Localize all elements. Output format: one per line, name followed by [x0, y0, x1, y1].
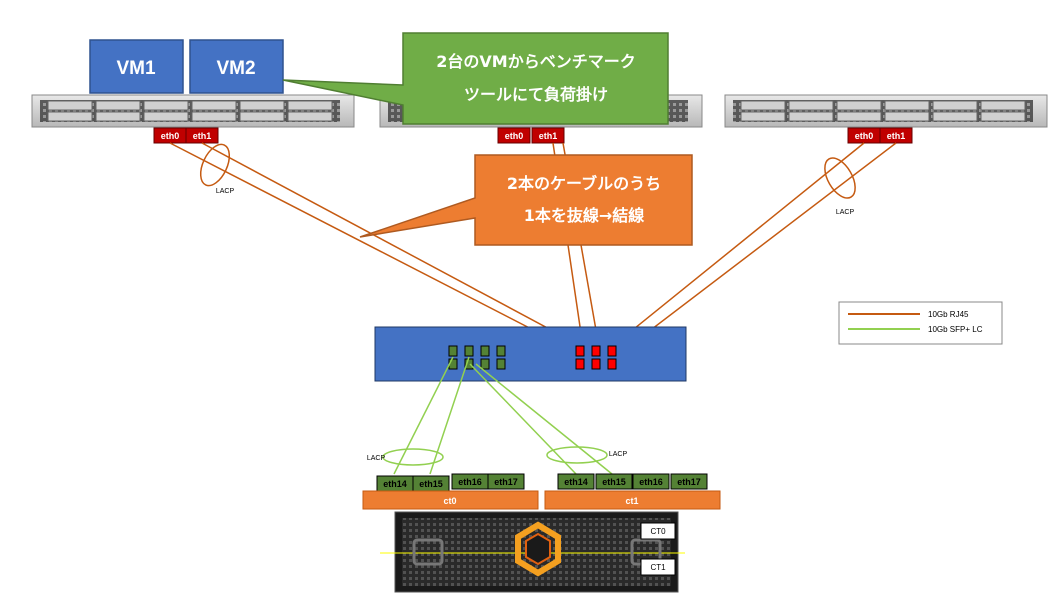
port-label: eth0	[161, 131, 180, 141]
cable-right-eth0	[597, 142, 865, 359]
cable-callout: 2本のケーブルのうち 1本を抜線→結線	[359, 154, 693, 246]
port-label: eth1	[193, 131, 212, 141]
legend-item-sfp: 10Gb SFP+ LC	[928, 325, 983, 334]
server-right-ports: eth0 eth1	[847, 127, 913, 144]
lacp-ring-left	[199, 143, 231, 187]
port-label: eth15	[602, 477, 626, 487]
sfp-cables	[393, 356, 613, 475]
storage-array: CT0 CT1	[380, 511, 685, 593]
lacp-ring-ct1	[546, 446, 608, 464]
ct1-label: ct1	[625, 496, 638, 506]
port-label: eth16	[639, 477, 663, 487]
vm1-label: VM1	[116, 58, 156, 79]
cable-callout-line1: 2本のケーブルのうち	[507, 174, 661, 193]
port-label: eth1	[887, 131, 906, 141]
cable-ct0-eth15	[429, 356, 470, 475]
ct0-ports: eth14 eth15 eth16 eth17	[376, 473, 525, 492]
switch	[374, 326, 687, 382]
cable-ct1-eth15	[475, 363, 613, 475]
lacp-ring-ct0	[382, 448, 444, 466]
lacp-label-left: LACP	[216, 188, 235, 195]
storage-ct1-label: CT1	[650, 563, 666, 572]
server-left-ports: eth0 eth1	[153, 127, 219, 144]
port-label: eth1	[539, 131, 558, 141]
vm2-box: VM2	[189, 39, 284, 94]
vm1-box: VM1	[89, 39, 184, 94]
lacp-label-ct1: LACP	[609, 451, 628, 458]
cable-right-eth1	[613, 142, 897, 359]
port-label: eth14	[564, 477, 588, 487]
legend-item-rj45: 10Gb RJ45	[928, 310, 969, 319]
cable-left-eth0	[169, 142, 581, 355]
port-label: eth0	[505, 131, 524, 141]
lacp-ring-right	[824, 157, 856, 199]
lacp-label-ct0: LACP	[367, 455, 386, 462]
port-label: eth16	[458, 477, 482, 487]
cable-callout-line2: 1本を抜線→結線	[524, 206, 645, 225]
ct1-ports: eth14 eth15 eth16 eth17	[557, 473, 708, 490]
server-center-ports: eth0 eth1	[497, 127, 565, 144]
server-left	[31, 94, 355, 128]
storage-ct0-label: CT0	[650, 527, 666, 536]
port-label: eth15	[419, 479, 443, 489]
server-right	[724, 94, 1048, 128]
vm2-label: VM2	[216, 58, 255, 79]
legend: 10Gb RJ45 10Gb SFP+ LC	[838, 301, 1003, 345]
controller-bar-ct0: ct0	[362, 490, 539, 510]
port-label: eth0	[855, 131, 874, 141]
benchmark-callout-line2: ツールにて負荷掛け	[464, 85, 608, 104]
benchmark-callout-line1: 2台のVMからベンチマーク	[436, 52, 635, 71]
switch-rj45-ports	[575, 345, 617, 370]
benchmark-callout: 2台のVMからベンチマーク ツールにて負荷掛け	[282, 32, 669, 125]
port-label: eth14	[383, 479, 407, 489]
vendor-logo-icon	[515, 521, 561, 577]
cable-ct1-eth14	[469, 363, 577, 475]
ct0-label: ct0	[443, 496, 456, 506]
cable-ct0-eth14	[393, 356, 454, 475]
cable-left-eth1	[201, 142, 597, 355]
port-label: eth17	[677, 477, 701, 487]
port-label: eth17	[494, 477, 518, 487]
controller-bar-ct1: ct1	[544, 490, 721, 510]
lacp-label-right: LACP	[836, 209, 855, 216]
